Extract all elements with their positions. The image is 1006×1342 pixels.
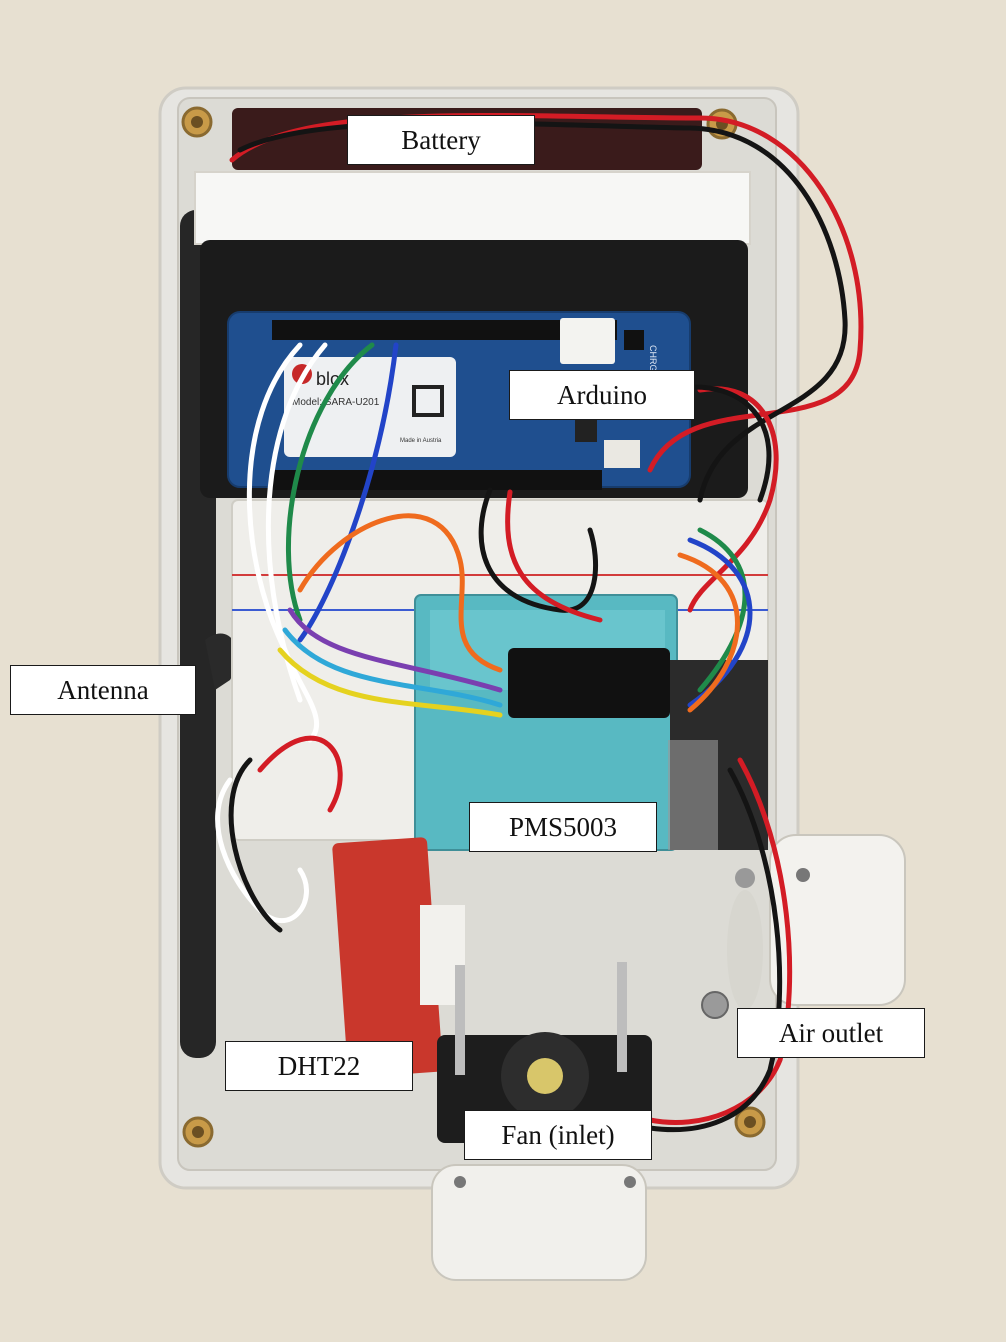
dht22-sensor	[332, 837, 465, 1078]
pms5003-label: PMS5003	[469, 802, 657, 852]
dht22-label: DHT22	[225, 1041, 413, 1091]
arduino-label: Arduino	[509, 370, 695, 420]
board-chrg-text: CHRG	[648, 345, 658, 372]
fan-inlet-label: Fan (inlet)	[464, 1110, 652, 1160]
air-outlet-label: Air outlet	[737, 1008, 925, 1058]
arduino-board: blox Model: SARA-U201 Made in Austria CH…	[227, 311, 691, 490]
pms5003-sensor	[414, 594, 768, 851]
battery-label: Battery	[347, 115, 535, 165]
module-model-text: Model: SARA-U201	[292, 397, 380, 408]
air-outlet-duct	[701, 834, 906, 1019]
fan-duct	[431, 1164, 647, 1281]
antenna-label: Antenna	[10, 665, 196, 715]
module-madein-text: Made in Austria	[400, 438, 442, 444]
